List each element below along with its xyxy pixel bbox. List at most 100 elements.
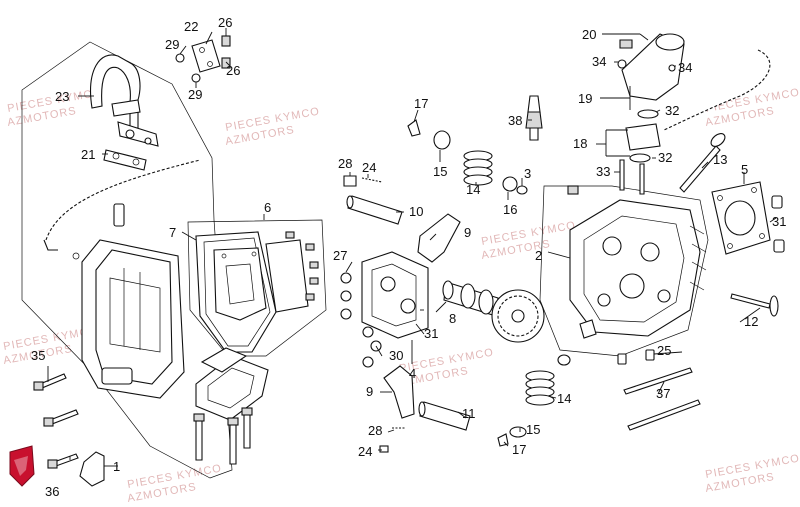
callout-9-upper: 9 bbox=[464, 225, 471, 240]
pin-part-24-lower bbox=[379, 445, 389, 453]
o-ring-part-32-upper bbox=[637, 109, 659, 119]
callout-3: 3 bbox=[524, 166, 531, 181]
oil-pipe-part-23 bbox=[90, 54, 159, 147]
callout-14-upper: 14 bbox=[466, 182, 480, 197]
cylinder-head-part-2 bbox=[567, 185, 707, 339]
callout-32-upper: 32 bbox=[665, 103, 679, 118]
studs-part-37 bbox=[623, 367, 701, 431]
callout-30: 30 bbox=[389, 348, 403, 363]
nuts-part-27 bbox=[340, 272, 352, 320]
callout-10: 10 bbox=[409, 204, 423, 219]
spring-retainer-part-15-upper bbox=[433, 130, 451, 150]
callout-36: 36 bbox=[45, 484, 59, 499]
leader-lines bbox=[47, 28, 777, 467]
callout-33: 33 bbox=[596, 164, 610, 179]
rocker-shaft-part-10 bbox=[346, 195, 403, 225]
callout-20: 20 bbox=[582, 27, 596, 42]
cover-bolts bbox=[193, 407, 253, 465]
cylinder-head-cover bbox=[72, 239, 185, 399]
callout-26-lower: 26 bbox=[226, 63, 240, 78]
callout-28-lower: 28 bbox=[368, 423, 382, 438]
callout-7: 7 bbox=[169, 225, 176, 240]
callout-29-lower: 29 bbox=[188, 87, 202, 102]
spring-seat-part-16 bbox=[502, 176, 518, 192]
spark-plug-part-38 bbox=[525, 95, 543, 141]
breather-hose bbox=[45, 159, 201, 241]
callout-17-lower: 17 bbox=[512, 442, 526, 457]
callout-1: 1 bbox=[113, 459, 120, 474]
callout-19: 19 bbox=[578, 91, 592, 106]
brand-logo bbox=[9, 445, 35, 487]
nut-part-34-left bbox=[617, 59, 627, 69]
screw-part-20 bbox=[619, 39, 633, 49]
callout-38: 38 bbox=[508, 113, 522, 128]
callout-12: 12 bbox=[744, 314, 758, 329]
callout-2: 2 bbox=[535, 248, 542, 263]
callout-28-upper: 28 bbox=[338, 156, 352, 171]
screws-part-6 bbox=[285, 231, 319, 301]
clip-part-1 bbox=[79, 451, 105, 487]
spring-retainer-part-15-lower bbox=[509, 426, 527, 438]
dowels-part-31-right bbox=[771, 195, 785, 253]
cam-holder-part-4 bbox=[361, 251, 429, 339]
callout-21: 21 bbox=[81, 147, 95, 162]
callout-4: 4 bbox=[409, 366, 416, 381]
callout-6: 6 bbox=[264, 200, 271, 215]
spring-part-24-upper bbox=[361, 177, 383, 183]
callout-9-lower: 9 bbox=[366, 384, 373, 399]
rocker-arm-part-9-lower bbox=[383, 365, 415, 419]
callout-32-lower: 32 bbox=[658, 150, 672, 165]
callout-31-left: 31 bbox=[424, 326, 438, 341]
callout-24-lower: 24 bbox=[358, 444, 372, 459]
callout-26-upper: 26 bbox=[218, 15, 232, 30]
callout-37: 37 bbox=[656, 386, 670, 401]
callout-29-upper: 29 bbox=[165, 37, 179, 52]
hose-end bbox=[43, 239, 58, 251]
pin-part-28-upper bbox=[343, 175, 357, 187]
callout-31-right: 31 bbox=[772, 214, 786, 229]
camshaft-part-8 bbox=[442, 280, 545, 343]
callout-34-left: 34 bbox=[592, 54, 606, 69]
callout-15-lower: 15 bbox=[526, 422, 540, 437]
gasket-group-outline bbox=[187, 219, 327, 357]
o-ring-part-32-lower bbox=[629, 153, 651, 163]
vacuum-hose bbox=[663, 49, 771, 131]
callout-24-upper: 24 bbox=[362, 160, 376, 175]
callout-34-right: 34 bbox=[678, 60, 692, 75]
callout-16: 16 bbox=[503, 202, 517, 217]
gasket-part-21 bbox=[103, 149, 147, 171]
callout-27: 27 bbox=[333, 248, 347, 263]
insulator-part-18 bbox=[625, 123, 661, 151]
head-gasket-part-5 bbox=[711, 181, 771, 255]
valve-seal-lower bbox=[557, 354, 571, 366]
bracket-lower-cover bbox=[195, 347, 269, 421]
valve-part-13 bbox=[679, 133, 726, 193]
callout-14-lower: 14 bbox=[557, 391, 571, 406]
valve-spring-part-14-lower bbox=[525, 370, 555, 406]
intake-manifold-part-19 bbox=[621, 33, 685, 101]
bolts-part-35 bbox=[33, 373, 79, 469]
rocker-shaft-part-11 bbox=[418, 401, 471, 431]
dowels-part-25 bbox=[617, 349, 655, 365]
valve-spring-part-14-upper bbox=[463, 150, 493, 186]
callout-23: 23 bbox=[55, 89, 69, 104]
nuts-part-30 bbox=[362, 326, 382, 368]
breather-nipple bbox=[113, 203, 125, 227]
callout-18: 18 bbox=[573, 136, 587, 151]
callout-8: 8 bbox=[449, 311, 456, 326]
callout-11: 11 bbox=[462, 406, 476, 421]
studs-part-33 bbox=[619, 159, 645, 195]
gasket-part-7-inner bbox=[203, 237, 271, 347]
callout-13: 13 bbox=[713, 152, 727, 167]
valve-part-12 bbox=[730, 293, 779, 317]
callout-22: 22 bbox=[184, 19, 198, 34]
callout-35: 35 bbox=[31, 348, 45, 363]
callout-5: 5 bbox=[741, 162, 748, 177]
rocker-arm-part-9-upper bbox=[417, 213, 461, 263]
callout-25: 25 bbox=[657, 343, 671, 358]
plate-part-22 bbox=[191, 39, 221, 73]
callout-17-upper: 17 bbox=[414, 96, 428, 111]
valve-keeper-part-17-upper bbox=[407, 119, 421, 137]
